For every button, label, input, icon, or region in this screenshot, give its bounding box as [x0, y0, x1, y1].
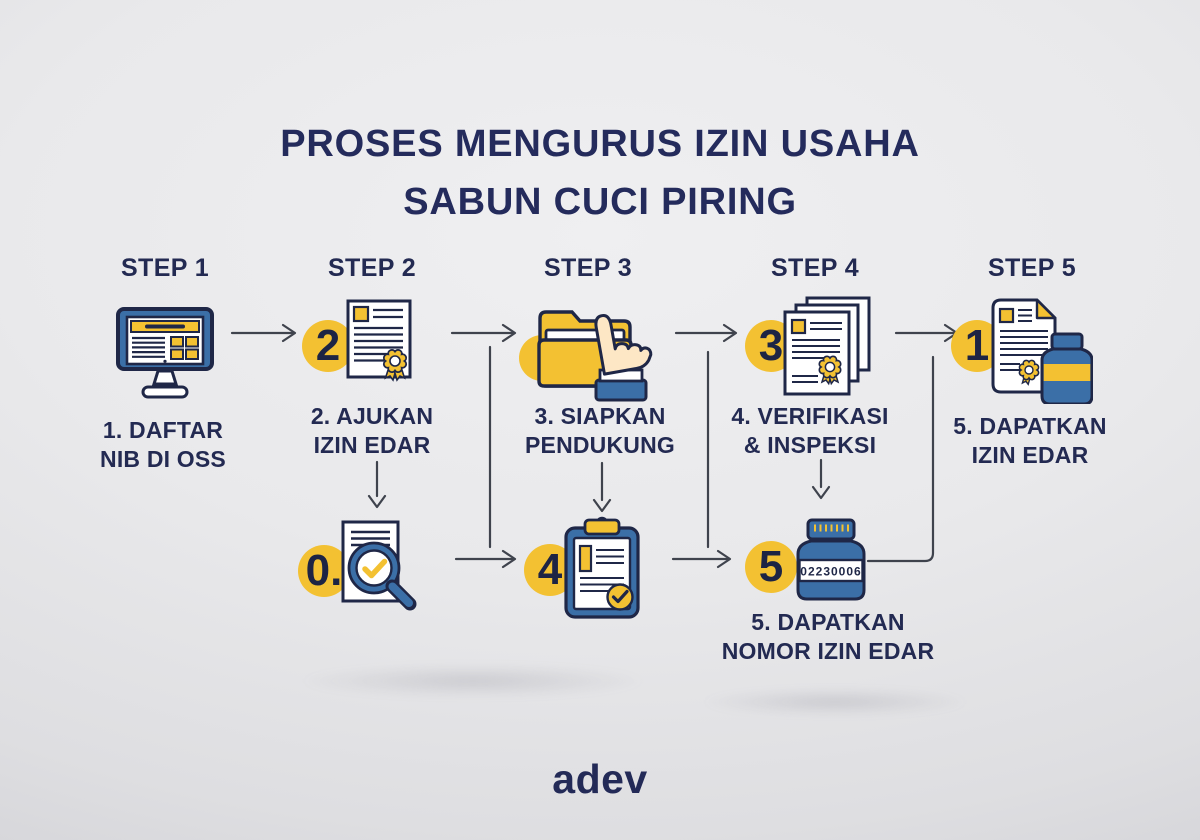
step-3-label: 3. SIAPKAN PENDUKUNG: [485, 402, 715, 461]
soft-shadow: [298, 664, 648, 698]
certificate-document-icon: [346, 299, 412, 382]
step-1-header: STEP 1: [120, 254, 210, 282]
step-5-label-line-2: IZIN EDAR: [971, 442, 1089, 469]
step-3-label-line-2: PENDUKUNG: [524, 432, 676, 459]
arrow-step2-step3: [450, 323, 517, 343]
substep-bottle-label-line-1: 5. DAPATKAN: [751, 609, 905, 635]
arrow-step4-down: [811, 458, 831, 500]
substep-bottle-label-line-2: NOMOR IZIN EDAR: [721, 638, 935, 665]
connector-bottle-to-step5: [866, 355, 935, 563]
step-1-label-line-1: 1. DAFTAR: [102, 417, 224, 443]
step-2-label: 2. AJUKAN IZIN EDAR: [257, 402, 487, 461]
substep-bottle-label: 5. DAPATKAN NOMOR IZIN EDAR: [698, 608, 958, 667]
arrow-step1-step2: [230, 323, 297, 343]
soft-shadow: [700, 688, 970, 716]
arrow-step3-down: [592, 461, 612, 513]
step-2-label-line-1: 2. AJUKAN: [310, 403, 434, 429]
page-title-line-1: PROSES MENGURUS IZIN USAHA: [280, 123, 920, 165]
step-4-header: STEP 4: [770, 254, 860, 282]
step-2-label-line-2: IZIN EDAR: [313, 432, 431, 459]
adev-logo: adev: [552, 756, 648, 802]
document-stack-icon: [783, 296, 871, 396]
step-2-header: STEP 2: [327, 254, 417, 282]
magnifier-check-document-icon: [341, 520, 417, 611]
document-bottle-icon: [991, 298, 1093, 404]
step-1-label: 1. DAFTAR NIB DI OSS: [48, 416, 278, 475]
folder-pointer-icon: [519, 310, 653, 402]
step-3-label-line-1: 3. SIAPKAN: [534, 403, 666, 429]
arrow-review-checklist: [454, 549, 517, 569]
clipboard-check-icon: [564, 516, 640, 619]
arrow-step4-step5: [894, 323, 959, 343]
step-4-label-line-1: 4. VERIFIKASI: [731, 403, 889, 429]
step-1-label-line-2: NIB DI OSS: [100, 446, 226, 473]
page-title: PROSES MENGURUS IZIN USAHA SABUN CUCI PI…: [0, 116, 1200, 232]
step-5-header: STEP 5: [987, 254, 1077, 282]
step-5-label-line-1: 5. DAPATKAN: [953, 413, 1107, 439]
page-title-line-2: SABUN CUCI PIRING: [403, 180, 797, 223]
step-5-label: 5. DAPATKAN IZIN EDAR: [915, 412, 1145, 471]
arrow-step3-step4: [674, 323, 738, 343]
monitor-icon: [116, 307, 214, 399]
arrow-checklist-bottle: [671, 549, 732, 569]
substep-review-badge: 0.: [298, 545, 350, 597]
step-2-badge: 2: [302, 320, 354, 372]
arrow-step2-down: [367, 460, 387, 509]
bottle-number-label: 02230006: [800, 565, 861, 579]
substep-bottle-badge: 5: [745, 541, 797, 593]
step-4-label: 4. VERIFIKASI & INSPEKSI: [695, 402, 925, 461]
registration-bottle-icon: 02230006: [796, 518, 866, 601]
step-3-header: STEP 3: [543, 254, 633, 282]
step-4-label-line-2: & INSPEKSI: [743, 432, 877, 459]
